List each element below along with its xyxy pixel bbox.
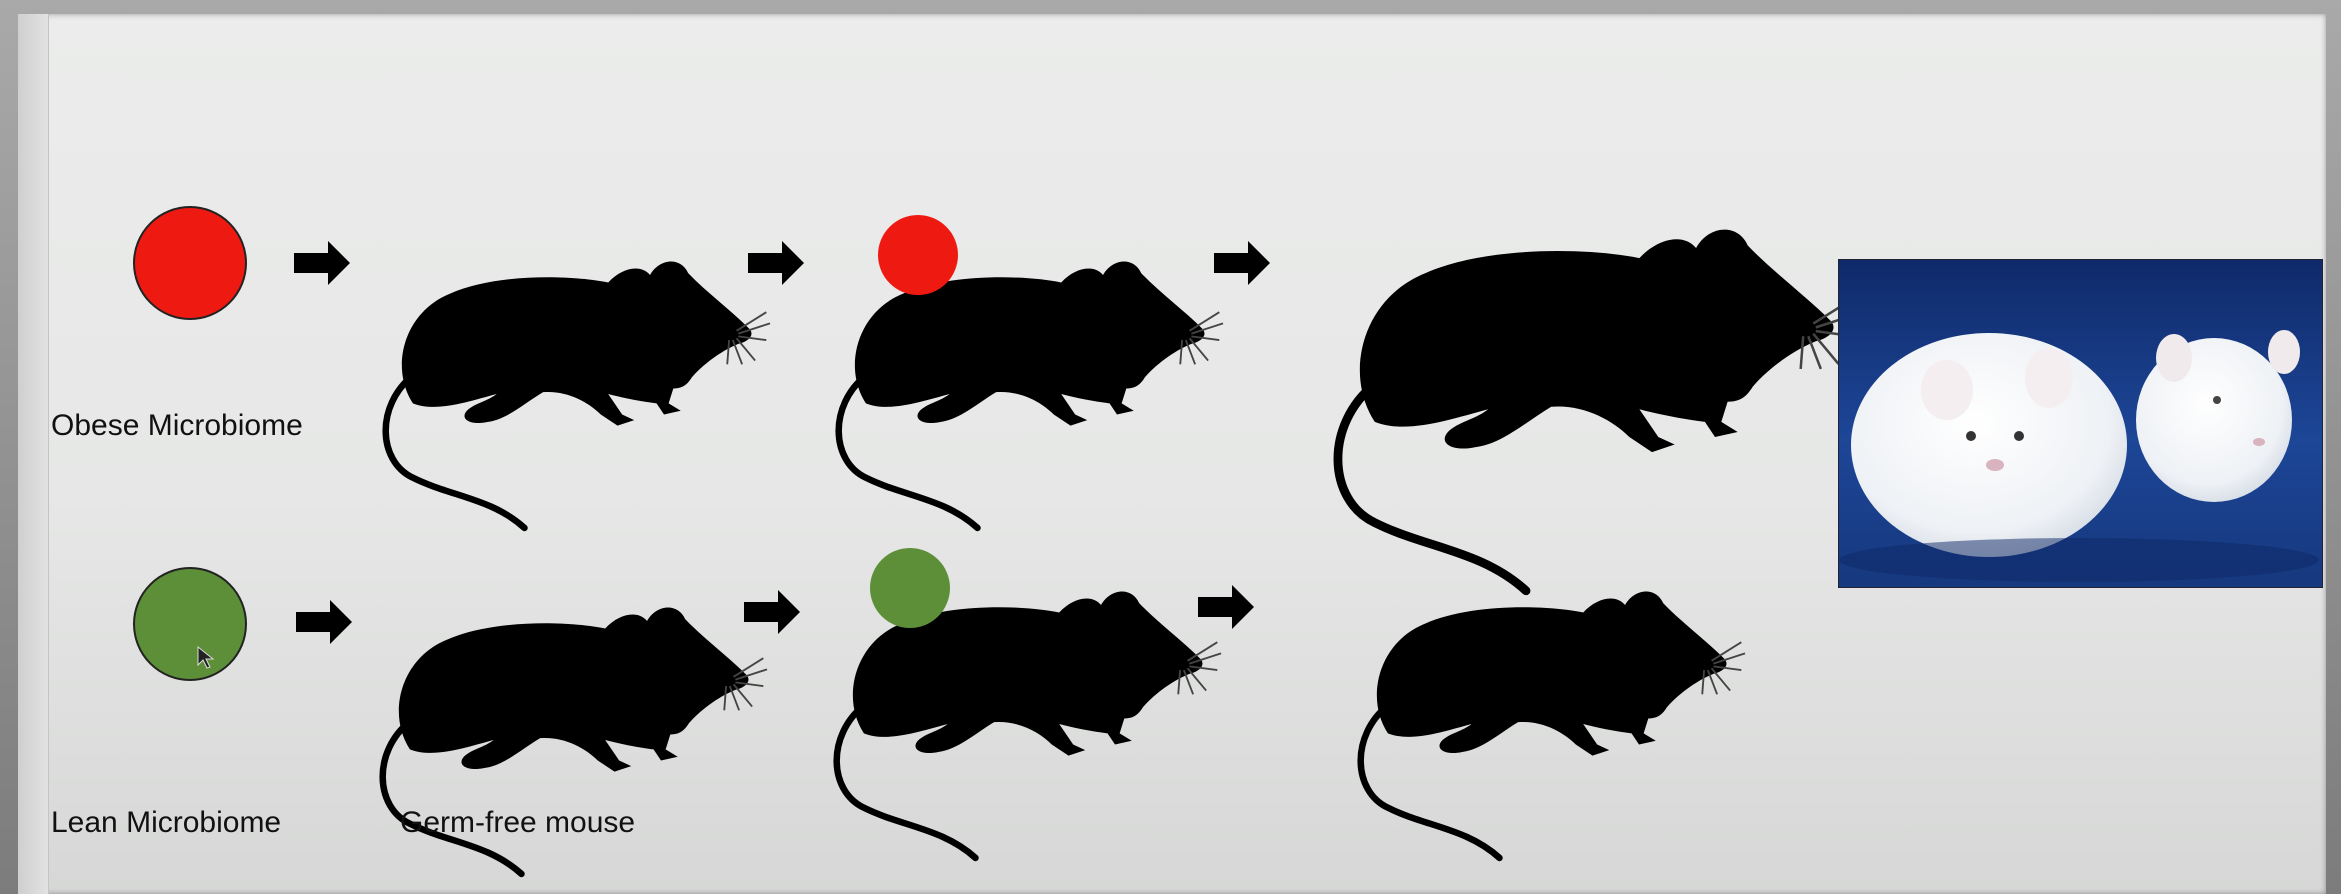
right-arrow-icon bbox=[1198, 585, 1254, 629]
lean-mouse-icon bbox=[1361, 591, 1745, 857]
right-arrow-icon bbox=[296, 600, 352, 644]
colonized-mouse-lean bbox=[837, 548, 1221, 858]
colonized-mouse-obese bbox=[839, 215, 1223, 528]
obese-microbiome-label: Obese Microbiome bbox=[51, 409, 303, 442]
slide-left-border bbox=[18, 14, 49, 894]
right-arrow-icon bbox=[1214, 241, 1270, 285]
mouse-cursor-icon bbox=[197, 645, 215, 669]
germ-free-mouse-label: Germ-free mouse bbox=[400, 806, 636, 839]
obese-lean-mice-photo bbox=[1838, 259, 2323, 588]
obese-mouse-icon bbox=[1338, 230, 1859, 591]
obese-microbiome-circle bbox=[133, 206, 247, 320]
right-arrow-icon bbox=[294, 241, 350, 285]
right-arrow-icon bbox=[748, 241, 804, 285]
lean-microbiome-circle bbox=[133, 567, 247, 681]
right-arrow-icon bbox=[744, 590, 800, 634]
lean-microbiome-label: Lean Microbiome bbox=[51, 806, 282, 839]
germ-free-mouse-icon bbox=[386, 261, 770, 527]
